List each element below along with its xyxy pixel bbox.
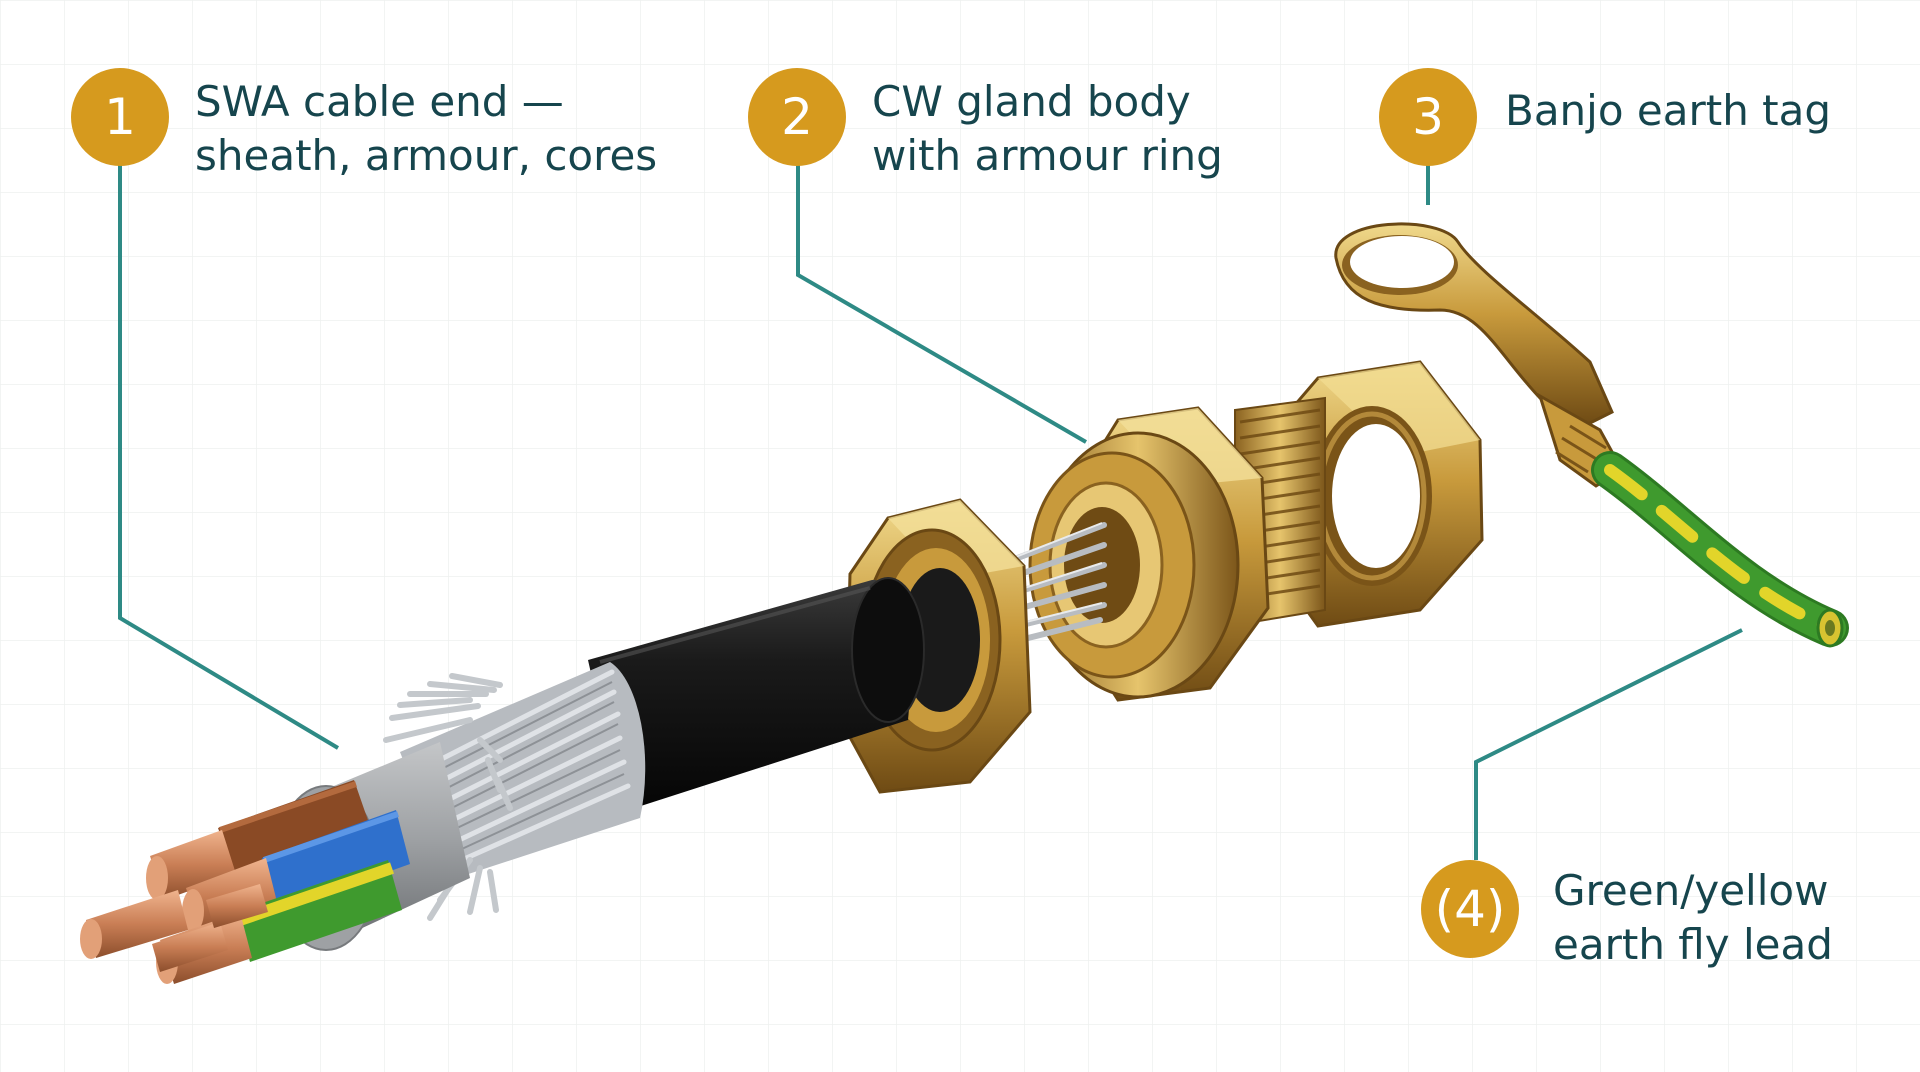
callout-badge-3: 3 xyxy=(1379,68,1477,166)
callout-label-4-line-2: earth fly lead xyxy=(1553,920,1833,969)
leader-line-2 xyxy=(796,165,1088,444)
leader-line-1 xyxy=(118,165,340,750)
core-copper-ends xyxy=(80,884,268,972)
core-brown xyxy=(146,780,372,900)
callout-label-2: CW gland body with armour ring xyxy=(872,75,1223,183)
callout-label-1-line-2: sheath, armour, cores xyxy=(195,131,658,180)
callout-label-2-line-1: CW gland body xyxy=(872,77,1191,126)
callout-badge-4: (4) xyxy=(1421,860,1519,958)
callout-label-3-line-1: Banjo earth tag xyxy=(1505,86,1832,135)
callout-badge-2: 2 xyxy=(748,68,846,166)
callout-badge-1: 1 xyxy=(71,68,169,166)
callout-label-1: SWA cable end — sheath, armour, cores xyxy=(195,75,657,183)
earth-fly-lead-graphic xyxy=(1591,451,1849,648)
callout-label-1-line-1: SWA cable end — xyxy=(195,77,564,126)
callout-label-2-line-2: with armour ring xyxy=(872,131,1223,180)
callout-label-4: Green/yellow earth fly lead xyxy=(1553,864,1833,972)
banjo-earth-tag-graphic xyxy=(1334,222,1625,488)
leader-line-4 xyxy=(1474,628,1743,860)
callout-label-4-line-1: Green/yellow xyxy=(1553,866,1829,915)
callout-label-3: Banjo earth tag xyxy=(1505,84,1831,138)
armour-wire-bundle xyxy=(400,662,646,880)
cable-sheath xyxy=(588,577,925,812)
